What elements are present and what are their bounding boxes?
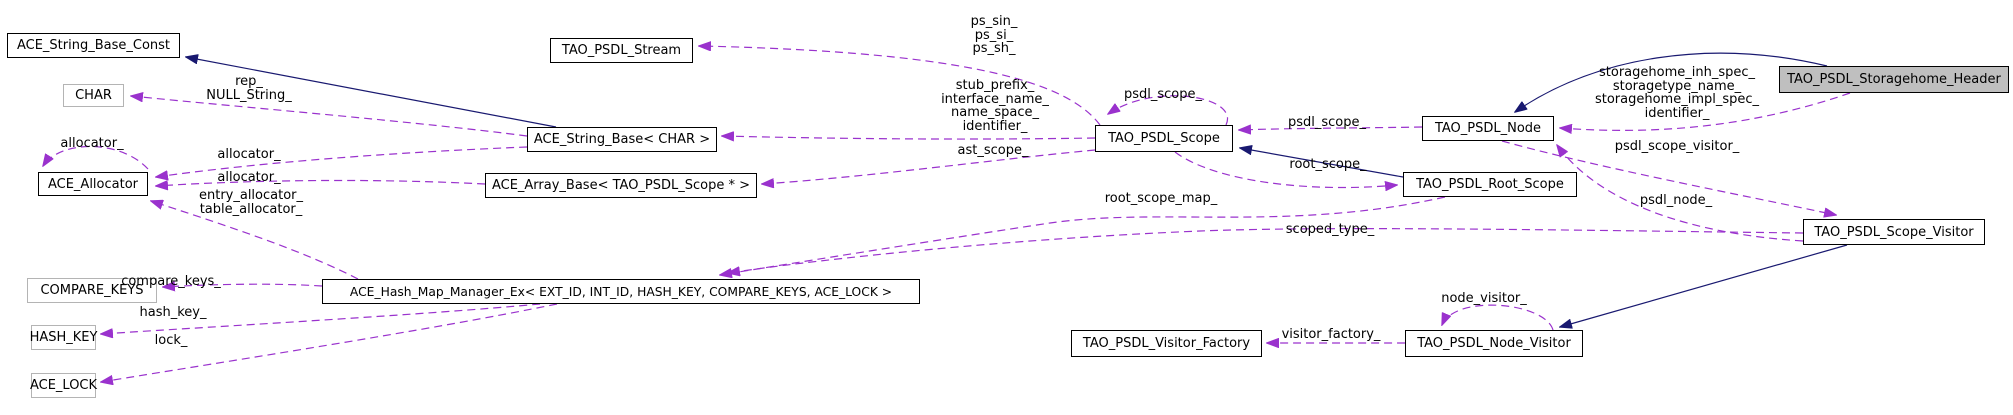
- edge-label-node-visitor: node_visitor_: [1441, 291, 1527, 306]
- edge-label-root-scope-map: root_scope_map_: [1104, 191, 1218, 206]
- class-node-compare-keys[interactable]: COMPARE_KEYS: [27, 278, 157, 303]
- edge-label-ps-streams: ps_sin_ ps_si_ ps_sh_: [970, 14, 1018, 56]
- edge-rep-null-string: [131, 96, 528, 137]
- class-node-tao-psdl-root-scope[interactable]: TAO_PSDL_Root_Scope: [1403, 172, 1577, 197]
- edge-label-psdl-scope-visitor: psdl_scope_visitor_: [1614, 139, 1740, 154]
- class-node-ace-hash-map-manager-ex[interactable]: ACE_Hash_Map_Manager_Ex< EXT_ID, INT_ID,…: [322, 279, 920, 304]
- edge-hash-key: [101, 303, 541, 334]
- edge-ps-streams: [699, 46, 1101, 126]
- edge-psdl-scope-from-node: [1239, 127, 1423, 130]
- edge-entry-table-allocator: [151, 201, 359, 280]
- edge-allocator-from-array-base: [156, 179, 486, 186]
- edge-inherit-scope: [1240, 148, 1404, 178]
- edge-label-rep-null-string: rep_ NULL_String_: [206, 74, 292, 103]
- class-node-hash-key[interactable]: HASH_KEY: [30, 325, 97, 350]
- edge-node-visitor-self-loop: [1442, 304, 1554, 331]
- edge-root-scope-map: [720, 196, 1446, 275]
- edge-label-allocator-array-base: allocator_: [217, 170, 281, 185]
- edge-scope-strings: [722, 136, 1096, 139]
- edge-ast-scope: [762, 149, 1096, 184]
- edge-compare-keys: [163, 284, 323, 287]
- edge-label-scoped-type: scoped_type_: [1285, 222, 1375, 237]
- edge-storagehome-strings: [1560, 92, 1851, 130]
- edge-label-allocator-self: allocator_: [60, 136, 124, 151]
- class-node-tao-psdl-node[interactable]: TAO_PSDL_Node: [1422, 116, 1554, 141]
- edge-label-compare-keys: compare_keys_: [121, 274, 221, 289]
- edge-inherit-string-base-const: [186, 57, 557, 128]
- edge-scoped-type: [728, 228, 1804, 273]
- edge-psdl-scope-self-loop: [1108, 95, 1229, 126]
- edge-label-allocator-string-base: allocator_: [217, 147, 281, 162]
- edge-inherit-node: [1515, 52, 1828, 112]
- edge-label-visitor-factory: visitor_factory_: [1281, 327, 1381, 342]
- edge-psdl-scope-visitor: [1501, 140, 1836, 215]
- edge-label-root-scope: root_scope_: [1289, 157, 1367, 172]
- edge-label-psdl-scope-self: psdl_scope_: [1123, 87, 1203, 102]
- edge-lock: [101, 303, 558, 382]
- class-node-tao-psdl-scope[interactable]: TAO_PSDL_Scope: [1095, 125, 1233, 152]
- class-node-char[interactable]: CHAR: [63, 84, 124, 107]
- edge-label-lock: lock_: [154, 333, 188, 348]
- class-node-tao-psdl-node-visitor[interactable]: TAO_PSDL_Node_Visitor: [1405, 330, 1583, 357]
- edge-root-scope: [1174, 151, 1397, 188]
- edge-label-scope-strings: stub_prefix_ interface_name_ name_space_…: [941, 78, 1049, 134]
- class-node-tao-psdl-scope-visitor[interactable]: TAO_PSDL_Scope_Visitor: [1803, 219, 1985, 245]
- class-node-tao-psdl-stream[interactable]: TAO_PSDL_Stream: [550, 38, 693, 63]
- class-node-ace-string-base-char[interactable]: ACE_String_Base< CHAR >: [527, 127, 717, 152]
- class-node-ace-lock[interactable]: ACE_LOCK: [30, 373, 97, 398]
- class-node-ace-string-base-const[interactable]: ACE_String_Base_Const: [7, 33, 180, 58]
- edge-allocator-self-loop: [43, 145, 149, 170]
- edge-label-hash-key: hash_key_: [139, 305, 207, 320]
- class-node-tao-psdl-storagehome-header: TAO_PSDL_Storagehome_Header: [1779, 66, 2009, 93]
- edge-label-ast-scope: ast_scope_: [957, 143, 1029, 158]
- edge-label-entry-table-allocator: entry_allocator_ table_allocator_: [198, 188, 304, 217]
- edge-allocator-from-string-base: [156, 146, 528, 177]
- edge-inherit-node-visitor: [1560, 244, 1848, 327]
- edge-label-storagehome-strings: storagehome_inh_spec_ storagetype_name_ …: [1594, 65, 1760, 121]
- edge-label-psdl-scope-node: psdl_scope_: [1287, 115, 1367, 130]
- class-node-ace-array-base[interactable]: ACE_Array_Base< TAO_PSDL_Scope * >: [485, 173, 757, 198]
- class-node-ace-allocator[interactable]: ACE_Allocator: [38, 172, 148, 196]
- edge-label-psdl-node: psdl_node_: [1639, 193, 1713, 208]
- edge-psdl-node: [1557, 145, 1804, 242]
- class-node-tao-psdl-visitor-factory[interactable]: TAO_PSDL_Visitor_Factory: [1071, 330, 1262, 357]
